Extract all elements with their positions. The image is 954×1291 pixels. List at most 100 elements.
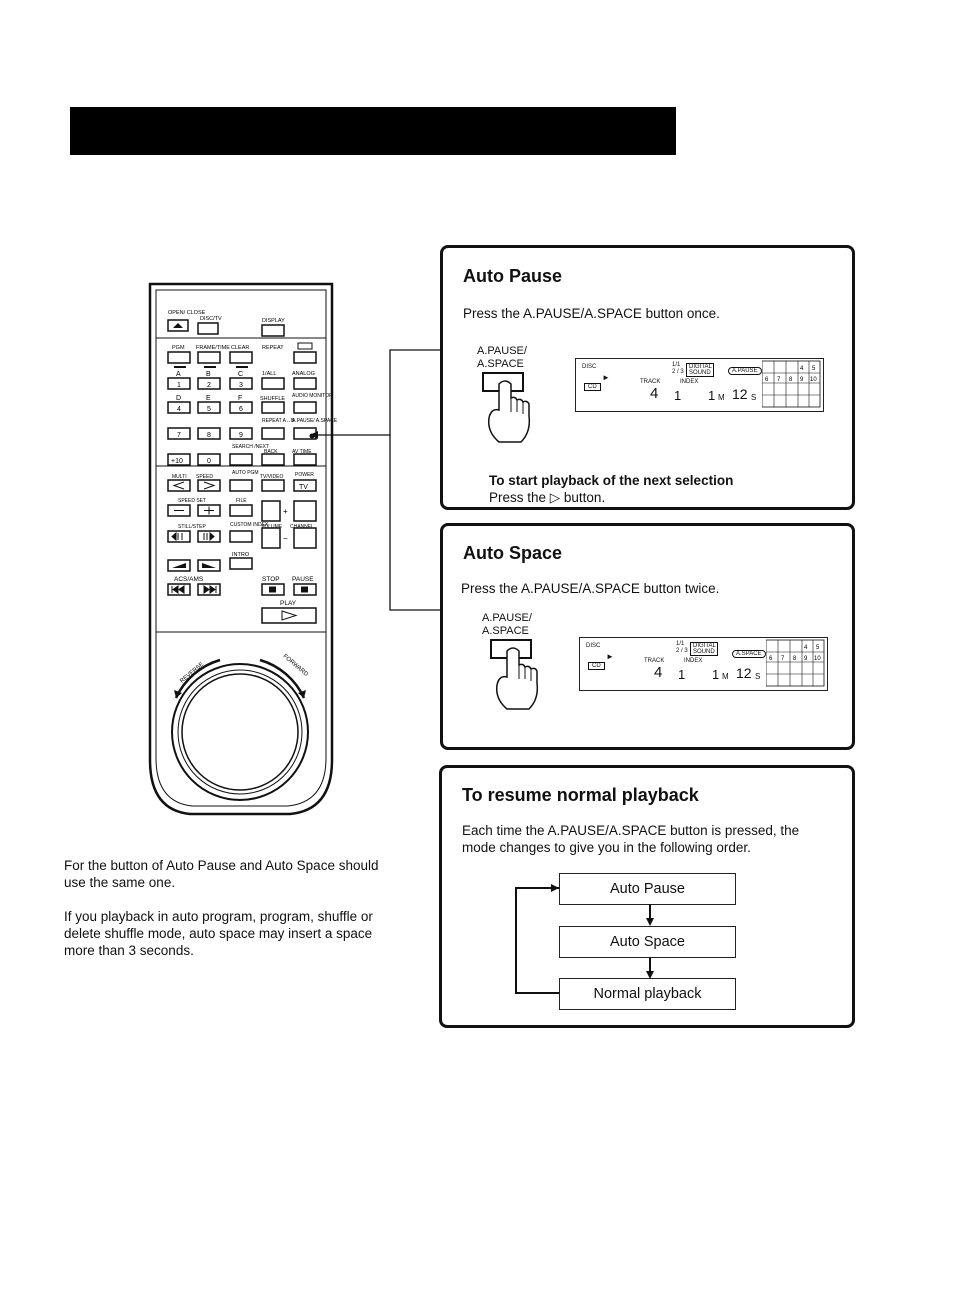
- digit-4-button[interactable]: [167, 401, 191, 414]
- digit-6-button[interactable]: [229, 401, 253, 414]
- shuffle-button[interactable]: [261, 401, 285, 414]
- lcd-apause-indicator: A.PAUSE: [728, 367, 762, 375]
- auto-pause-button-label-1: A.PAUSE/: [477, 345, 527, 357]
- lcd-seconds: 12: [732, 386, 748, 402]
- notes-section: For the button of Auto Pause and Auto Sp…: [64, 857, 414, 959]
- pgm-button[interactable]: [167, 351, 191, 364]
- clear-button[interactable]: [229, 351, 253, 364]
- volume-down-button[interactable]: [261, 527, 281, 549]
- press-hand-icon-2: [490, 639, 539, 710]
- note-2b: delete shuffle mode, auto space may inse…: [64, 926, 373, 941]
- lcd-aspace-indicator: A.SPACE: [732, 650, 766, 658]
- minus-label: −: [283, 534, 288, 543]
- grid-5: 5: [812, 366, 816, 372]
- auto-pause-button-label-2: A.SPACE: [477, 358, 524, 370]
- digit-1-label: 1: [177, 382, 181, 389]
- plus10-button[interactable]: [167, 453, 191, 466]
- auto-pgm-button[interactable]: [229, 479, 253, 492]
- multi-speed-up-button[interactable]: [197, 479, 221, 492]
- custom-index-button[interactable]: [229, 530, 253, 543]
- lcd-index-value: 1: [678, 667, 686, 682]
- play-button[interactable]: [261, 607, 317, 624]
- still-back-button[interactable]: [167, 530, 191, 543]
- display-button[interactable]: [261, 324, 285, 337]
- label-open-close: OPEN/ CLOSE: [168, 310, 206, 316]
- lcd-mode-box: DIGITAL SOUND: [690, 642, 718, 656]
- label-search-next: SEARCH /NEXT: [232, 444, 269, 450]
- digit-0-label: 0: [207, 458, 211, 465]
- lcd-track-grid: 4 5 6 7 8 9 10: [762, 360, 821, 408]
- grid-4: 4: [804, 645, 808, 651]
- search-next-button[interactable]: [229, 453, 253, 466]
- lcd-track-value: 4: [654, 664, 663, 681]
- flow-arrows: [515, 884, 654, 994]
- still-forward-button[interactable]: [197, 530, 221, 543]
- lcd-one-all: 1/1: [676, 641, 685, 647]
- lcd-s: S: [755, 672, 761, 681]
- file-button[interactable]: [229, 504, 253, 517]
- label-analog: ANALOG: [292, 371, 315, 377]
- digit-3-button[interactable]: [229, 377, 253, 390]
- auto-pause-button-caption: A.PAUSE/ A.SPACE: [477, 345, 527, 371]
- eject-icon: [173, 323, 183, 328]
- grid-6: 6: [769, 656, 773, 662]
- lcd-m: M: [718, 393, 725, 402]
- digit-8-button[interactable]: [197, 427, 221, 440]
- disc-tv-button[interactable]: [197, 322, 219, 335]
- resume-text-2: mode changes to give you in the followin…: [462, 840, 751, 855]
- resume-panel: To resume normal playback Each time the …: [439, 765, 855, 1028]
- digit-0-button[interactable]: [197, 453, 221, 466]
- channel-up-button[interactable]: [293, 500, 317, 522]
- label-multi: MULTI: [172, 474, 187, 480]
- audio-monitor-button[interactable]: [293, 401, 317, 414]
- frame-time-button[interactable]: [197, 351, 221, 364]
- digit-7-label: 7: [177, 432, 181, 439]
- digit-9-button[interactable]: [229, 427, 253, 440]
- auto-space-button-label-2: A.SPACE: [482, 625, 529, 637]
- label-auto-pgm: AUTO PGM: [232, 470, 259, 476]
- label-speed: SPEED: [196, 474, 213, 480]
- digit-7-button[interactable]: [167, 427, 191, 440]
- label-apause: A.PAUSE/ A.SPACE: [292, 418, 338, 424]
- digit-2-label: 2: [207, 382, 211, 389]
- back-button[interactable]: [261, 453, 285, 466]
- multi-speed-down-button[interactable]: [167, 479, 191, 492]
- label-shuffle: SHUFFLE: [260, 396, 285, 402]
- auto-space-button-label-1: A.PAUSE/: [482, 612, 532, 624]
- digit-2-button[interactable]: [197, 377, 221, 390]
- grid-8: 8: [793, 656, 797, 662]
- label-speed-set: SPEED SET: [178, 498, 206, 504]
- label-all: 1/ALL: [262, 371, 276, 377]
- digit-4-label: 4: [177, 406, 181, 413]
- label-channel: CHANNEL: [290, 524, 314, 530]
- note-1a: For the button of Auto Pause and Auto Sp…: [64, 858, 379, 873]
- jog-dial[interactable]: [181, 673, 299, 791]
- av-time-button[interactable]: [293, 453, 317, 466]
- note-2c: more than 3 seconds.: [64, 943, 194, 958]
- lcd-one-all: 1/1: [672, 362, 681, 368]
- digit-1-button[interactable]: [167, 377, 191, 390]
- jog-dial-outer[interactable]: [171, 663, 309, 801]
- digit-5-button[interactable]: [197, 401, 221, 414]
- channel-down-button[interactable]: [293, 527, 317, 549]
- label-display: DISPLAY: [262, 318, 285, 324]
- repeat-ab-button[interactable]: [261, 427, 285, 440]
- volume-up-button[interactable]: [261, 500, 281, 522]
- auto-space-panel: Auto Space Press the A.PAUSE/A.SPACE but…: [440, 523, 855, 750]
- lcd-index-value: 1: [674, 388, 682, 403]
- lcd-rm: 2 / 3: [676, 648, 688, 654]
- power-tv-button[interactable]: [293, 479, 317, 492]
- tv-video-button[interactable]: [261, 479, 285, 492]
- label-disc-tv: DISC/TV: [200, 316, 222, 322]
- label-tv-video: TV/VIDEO: [260, 474, 283, 480]
- label-e: E: [206, 395, 211, 402]
- label-file: FILE: [236, 498, 247, 504]
- repeat-button[interactable]: [293, 351, 317, 364]
- repeat-icon: [297, 342, 313, 350]
- note-1b: use the same one.: [64, 875, 176, 890]
- analog-button[interactable]: [293, 377, 317, 390]
- play-icon: [281, 610, 298, 621]
- all-button[interactable]: [261, 377, 285, 390]
- lcd-index-label: INDEX: [684, 658, 703, 664]
- intro-button[interactable]: [229, 557, 253, 570]
